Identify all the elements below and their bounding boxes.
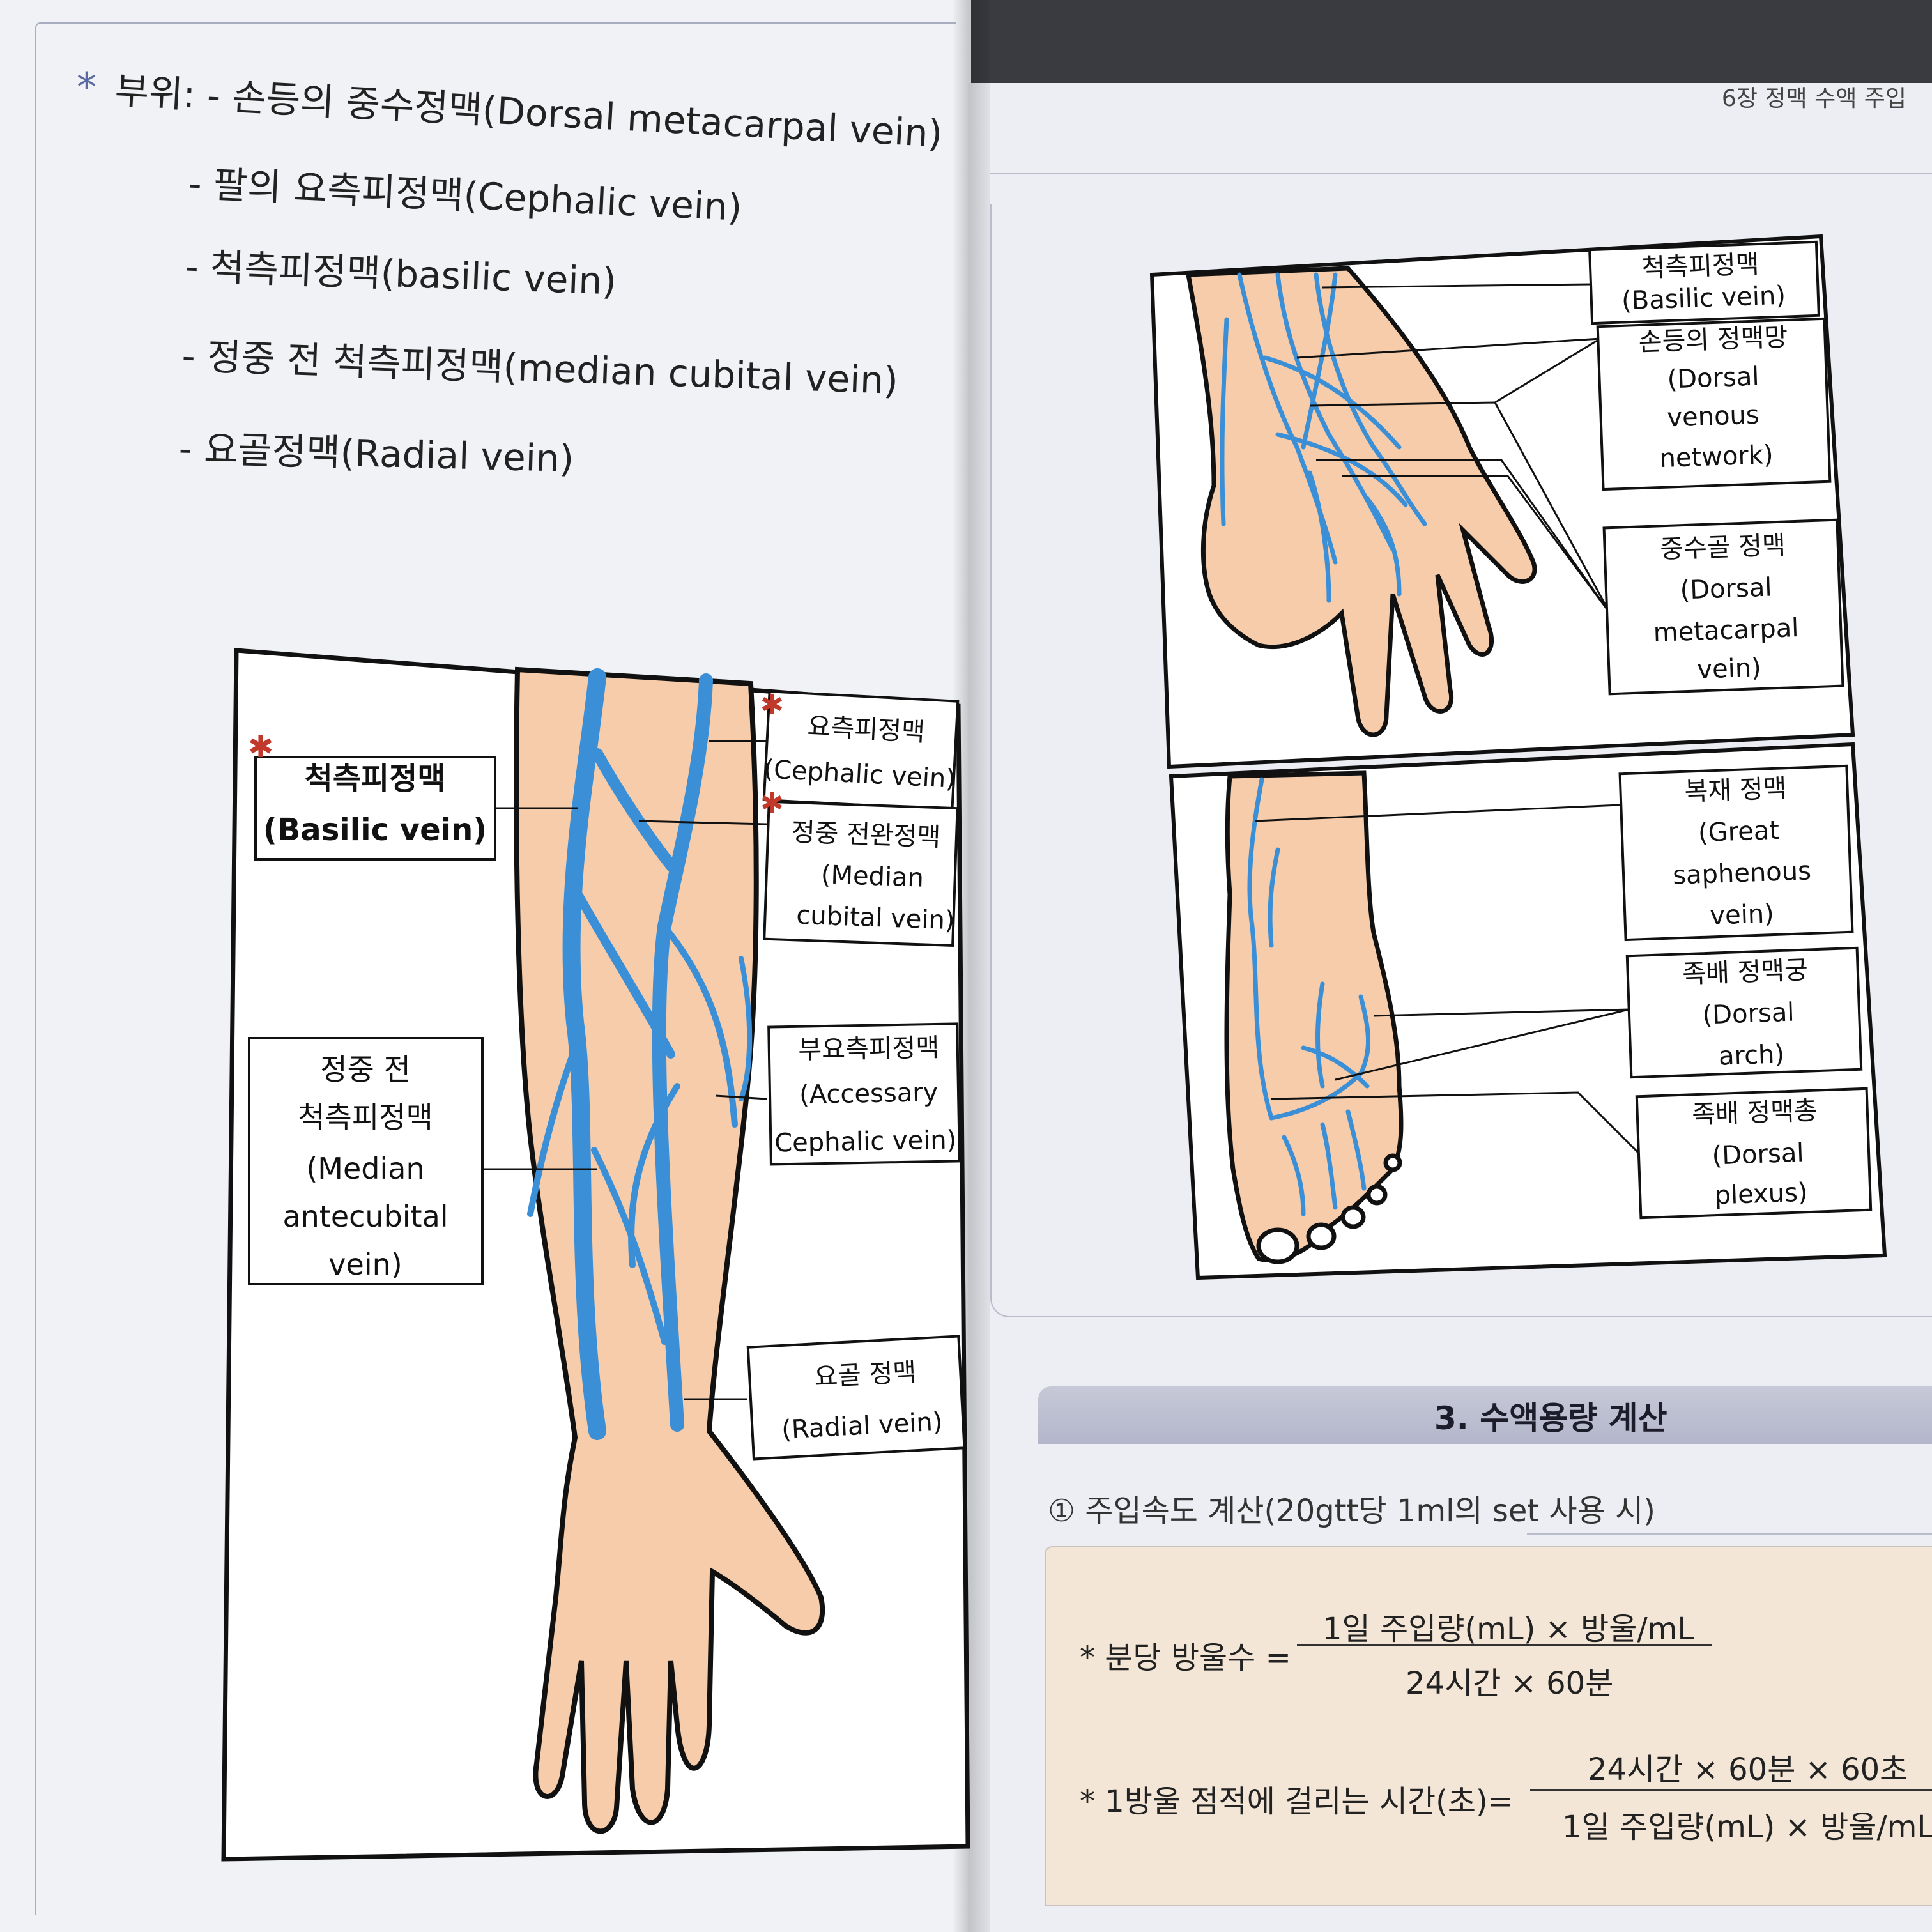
site-star: *	[77, 64, 96, 111]
arm-label-basilic-en: (Basilic vein)	[263, 812, 487, 848]
hand-label-meta-1: 중수골 정맥	[1659, 531, 1786, 565]
subsection-title: ① 주입속도 계산(20gtt당 1ml의 set 사용 시)	[1048, 1493, 1655, 1529]
arm-label-mac-2: 척측피정맥	[298, 1100, 433, 1135]
hand-label-network-3: venous	[1667, 401, 1760, 433]
foot-label-saph-2: (Great	[1698, 816, 1780, 848]
label-box-median-cubital	[763, 800, 959, 947]
header-rule	[990, 172, 1932, 174]
arm-label-mac-1: 정중 전	[320, 1052, 411, 1087]
formula2-numerator: 24시간 × 60분 × 60초	[1588, 1752, 1908, 1788]
arm-label-ac-2: (Accessary	[799, 1078, 939, 1110]
label-box-radial	[746, 1335, 966, 1460]
subsection-rule	[1527, 1533, 1932, 1535]
hand-label-network-2: (Dorsal	[1667, 362, 1759, 395]
hand-label-basilic-en: (Basilic vein)	[1621, 281, 1786, 316]
hand-label-box-network	[1596, 317, 1832, 491]
arm-label-basilic-ko: 척측피정맥	[305, 761, 446, 797]
arm-label-cephalic-ko: 요측피정맥	[807, 712, 926, 747]
arm-label-ac-3: Cephalic vein)	[774, 1126, 957, 1158]
left-page-frame	[35, 22, 956, 1915]
arm-label-mc-1: 정중 전완정맥	[791, 818, 941, 852]
formula1-denominator: 24시간 × 60분	[1406, 1666, 1614, 1701]
formula2-fraction-bar	[1530, 1789, 1932, 1791]
hand-label-meta-4: vein)	[1697, 653, 1762, 684]
hand-label-box-metacarpal	[1602, 518, 1844, 696]
foot-label-box-arch	[1625, 946, 1863, 1079]
star-mark-median-cubital: ✱	[760, 787, 784, 820]
hand-label-box-basilic	[1588, 240, 1820, 325]
foot-label-plexus-3: plexus)	[1714, 1177, 1808, 1210]
star-mark-basilic: ✱	[248, 729, 273, 765]
arm-label-mc-3: cubital vein)	[796, 901, 956, 936]
hand-silhouette	[1185, 266, 1537, 737]
arm-veins	[527, 668, 753, 1440]
formula1-label: * 분당 방울수 =	[1080, 1640, 1291, 1676]
star-mark-cephalic: ✱	[760, 689, 784, 721]
foot-label-saph-1: 복재 정맥	[1684, 774, 1787, 807]
formula2-label: * 1방울 점적에 걸리는 시간(초)=	[1080, 1784, 1514, 1820]
arm-label-radial-ko: 요골 정맥	[813, 1358, 917, 1392]
arm-label-mac-4: antecubital	[282, 1199, 448, 1234]
arm-label-mc-2: (Median	[820, 860, 924, 893]
hand-label-network-4: network)	[1659, 440, 1774, 473]
hand-label-meta-3: metacarpal	[1653, 613, 1799, 648]
formula2-denominator: 1일 주입량(mL) × 방울/mL	[1562, 1809, 1932, 1845]
section-bar	[1038, 1386, 1932, 1444]
formula1-numerator: 1일 주입량(mL) × 방울/mL	[1322, 1611, 1695, 1647]
hand-label-basilic-ko: 척측피정맥	[1641, 250, 1759, 283]
arm-label-mac-5: vein)	[328, 1247, 402, 1282]
arm-label-ac-1: 부요측피정맥	[798, 1033, 940, 1065]
label-box-basilic	[254, 756, 496, 861]
formula-box	[1045, 1546, 1932, 1906]
foot-label-arch-1: 족배 정맥궁	[1682, 956, 1808, 990]
foot-toes	[1256, 1153, 1402, 1264]
arm-label-mac-3: (Median	[306, 1151, 424, 1186]
section-title: 3. 수액용량 계산	[1434, 1400, 1667, 1437]
chapter-header: 6장 정맥 수액 주입	[1721, 86, 1906, 112]
foot-label-plexus-2: (Dorsal	[1712, 1138, 1804, 1171]
foot-label-box-plexus	[1635, 1087, 1873, 1220]
foot-label-saph-3: saphenous	[1672, 856, 1811, 891]
hand-label-network-1: 손등의 정맥망	[1638, 323, 1788, 357]
foot-label-box-saphenous	[1618, 764, 1854, 942]
foot-label-plexus-1: 족배 정맥총	[1691, 1096, 1818, 1130]
hand-veins	[1220, 272, 1427, 603]
foot-label-arch-2: (Dorsal	[1702, 998, 1795, 1031]
foot-label-arch-3: arch)	[1718, 1039, 1785, 1071]
label-box-accessory-cephalic	[767, 1022, 961, 1166]
hand-label-meta-2: (Dorsal	[1680, 573, 1772, 606]
foot-label-saph-4: vein)	[1710, 899, 1775, 930]
label-box-median-antecubital	[248, 1037, 484, 1285]
figure-panel	[990, 204, 1932, 1317]
formula1-fraction-bar	[1297, 1644, 1712, 1646]
